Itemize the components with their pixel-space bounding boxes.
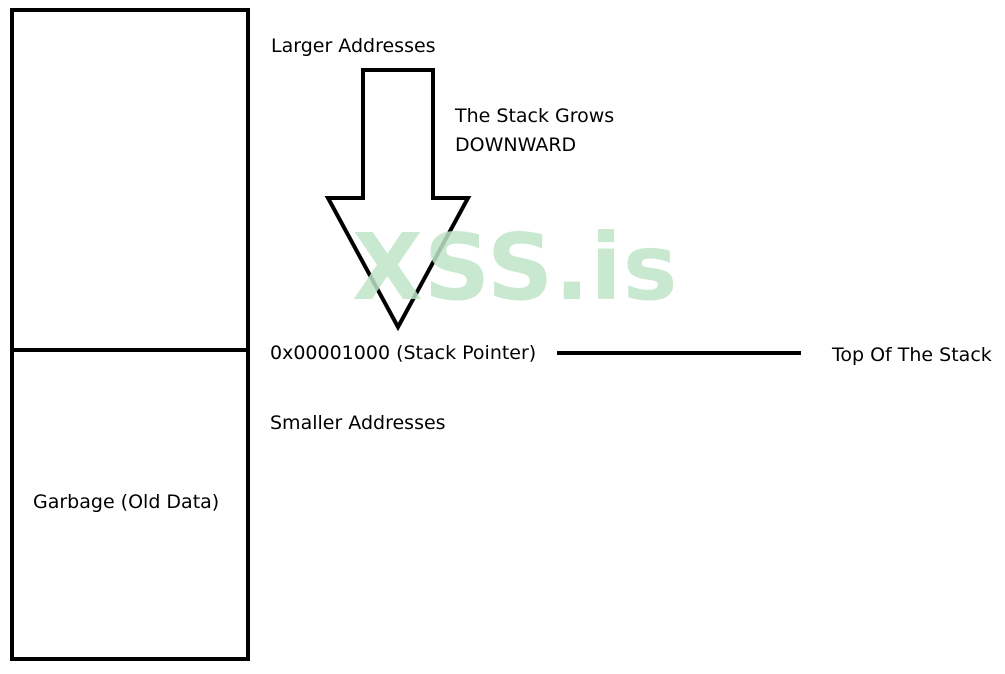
stack-grows-label: The Stack Grows bbox=[455, 105, 615, 127]
stack-pointer-label: 0x00001000 (Stack Pointer) bbox=[270, 342, 537, 364]
memory-column bbox=[10, 8, 250, 661]
larger-addresses-label: Larger Addresses bbox=[271, 35, 436, 57]
garbage-label: Garbage (Old Data) bbox=[33, 491, 220, 513]
down-arrow-icon bbox=[324, 68, 472, 332]
smaller-addresses-label: Smaller Addresses bbox=[270, 412, 446, 434]
top-of-stack-label: Top Of The Stack bbox=[832, 344, 992, 366]
downward-label: DOWNWARD bbox=[455, 134, 577, 156]
